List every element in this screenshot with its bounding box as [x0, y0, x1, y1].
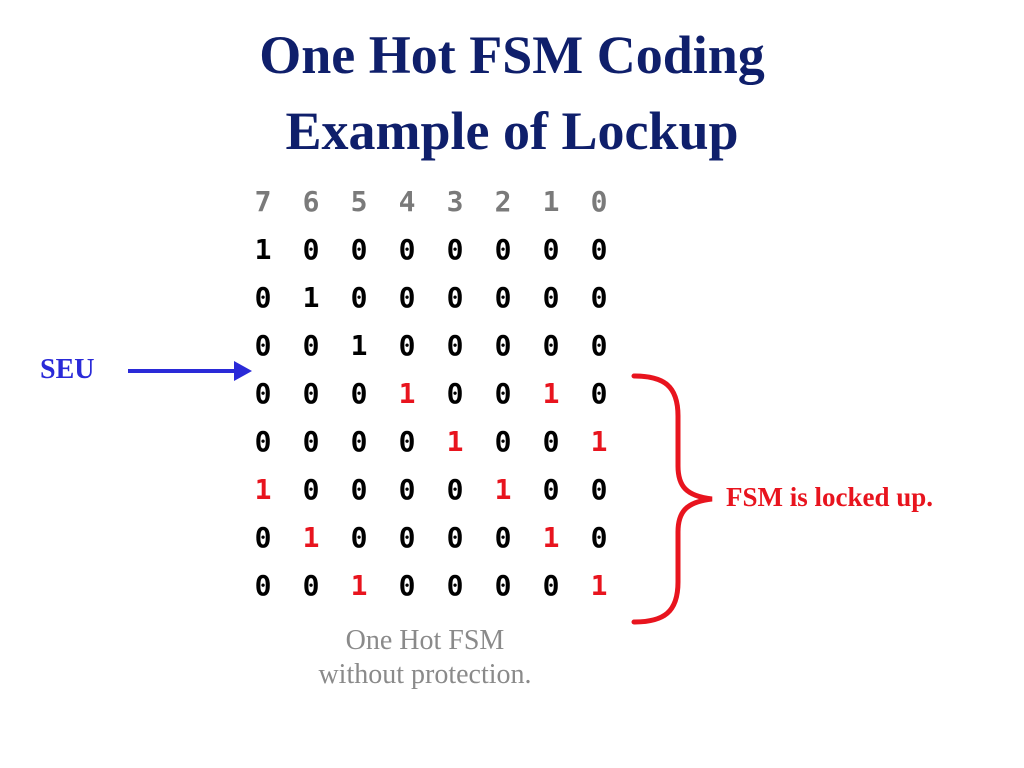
- state-bit: 0: [398, 329, 416, 362]
- bit-header-3: 4: [398, 185, 416, 218]
- state-bit: 0: [254, 329, 272, 362]
- state-bit: 1: [350, 569, 368, 602]
- state-bit: 0: [542, 569, 560, 602]
- state-bit: 1: [494, 473, 512, 506]
- state-bit: 1: [302, 281, 320, 314]
- bit-header-6: 1: [542, 185, 560, 218]
- locked-up-label: FSM is locked up.: [726, 482, 934, 512]
- state-bit: 0: [398, 569, 416, 602]
- state-bit: 1: [398, 377, 416, 410]
- caption-line-1: One Hot FSM: [345, 625, 505, 656]
- state-bit: 0: [590, 281, 608, 314]
- state-bit: 1: [254, 233, 272, 266]
- state-bit: 1: [350, 329, 368, 362]
- caption: One Hot FSM without protection.: [260, 624, 590, 692]
- slide-title-line-1: One Hot FSM Coding: [259, 25, 765, 85]
- caption-line-2: without protection.: [318, 659, 532, 690]
- state-bit: 0: [590, 233, 608, 266]
- state-bit: 0: [398, 425, 416, 458]
- state-bit: 0: [398, 473, 416, 506]
- state-bit: 0: [446, 473, 464, 506]
- state-bit: 0: [398, 281, 416, 314]
- state-bit: 0: [350, 473, 368, 506]
- state-bit: 0: [302, 569, 320, 602]
- state-bit: 0: [254, 425, 272, 458]
- state-bit: 1: [590, 425, 608, 458]
- state-bit: 0: [254, 569, 272, 602]
- state-bit: 0: [254, 377, 272, 410]
- slide-title-line-2: Example of Lockup: [285, 101, 739, 161]
- state-bit: 0: [302, 377, 320, 410]
- bit-header-4: 3: [446, 185, 464, 218]
- state-bit: 0: [494, 377, 512, 410]
- state-bit: 0: [590, 377, 608, 410]
- state-bit: 0: [302, 329, 320, 362]
- state-bit: 0: [254, 281, 272, 314]
- state-bit: 0: [302, 233, 320, 266]
- state-bit: 0: [350, 233, 368, 266]
- state-bit: 0: [542, 233, 560, 266]
- state-bit: 0: [494, 569, 512, 602]
- bit-header-2: 5: [350, 185, 368, 218]
- state-bit: 1: [254, 473, 272, 506]
- state-bit: 0: [446, 569, 464, 602]
- state-bit: 1: [590, 569, 608, 602]
- bit-header-1: 6: [302, 185, 320, 218]
- state-bit: 0: [542, 281, 560, 314]
- state-bit: 0: [590, 521, 608, 554]
- state-bit: 0: [494, 521, 512, 554]
- state-bit: 1: [542, 377, 560, 410]
- state-bit: 0: [302, 425, 320, 458]
- right-brace-icon: [631, 373, 713, 625]
- state-bit: 0: [446, 521, 464, 554]
- state-bit: 1: [446, 425, 464, 458]
- state-bit: 0: [398, 521, 416, 554]
- state-bit: 0: [494, 329, 512, 362]
- state-bit: 0: [350, 281, 368, 314]
- state-bit: 0: [254, 521, 272, 554]
- seu-label: SEU: [40, 354, 95, 385]
- seu-arrow-icon: [128, 361, 252, 381]
- state-bit: 1: [302, 521, 320, 554]
- state-bit: 0: [542, 425, 560, 458]
- state-bit: 0: [494, 281, 512, 314]
- state-bit: 0: [590, 473, 608, 506]
- state-bit: 0: [446, 377, 464, 410]
- state-bit: 1: [542, 521, 560, 554]
- state-bit: 0: [446, 233, 464, 266]
- bit-header-5: 2: [494, 185, 512, 218]
- state-bit: 0: [542, 473, 560, 506]
- state-bit: 0: [398, 233, 416, 266]
- state-bit: 0: [590, 329, 608, 362]
- state-bit: 0: [446, 281, 464, 314]
- state-bit: 0: [350, 521, 368, 554]
- state-bit: 0: [350, 425, 368, 458]
- state-bit: 0: [350, 377, 368, 410]
- state-bit: 0: [494, 425, 512, 458]
- bit-header-7: 0: [590, 185, 608, 218]
- state-bit: 0: [542, 329, 560, 362]
- state-bit: 0: [446, 329, 464, 362]
- state-bit: 0: [494, 233, 512, 266]
- bit-header-0: 7: [254, 185, 272, 218]
- state-bit: 0: [302, 473, 320, 506]
